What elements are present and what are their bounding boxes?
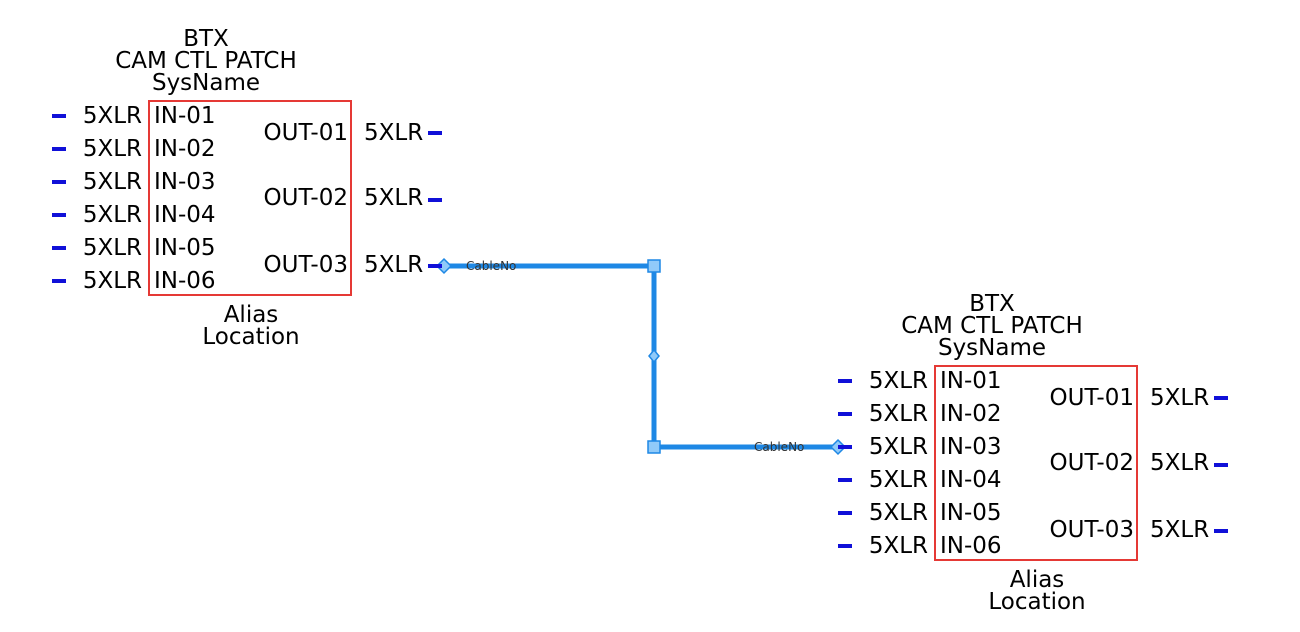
- output-port-label[interactable]: OUT-01: [1049, 385, 1134, 411]
- input-pin[interactable]: [52, 213, 66, 217]
- cable-endpoint-handle-start[interactable]: [435, 257, 453, 275]
- input-connector-type: 5XLR: [82, 136, 142, 162]
- output-connector-type: 5XLR: [364, 185, 424, 211]
- input-port-label[interactable]: IN-02: [154, 136, 216, 162]
- input-pin[interactable]: [52, 147, 66, 151]
- output-connector-type: 5XLR: [364, 252, 424, 278]
- input-port-label[interactable]: IN-01: [154, 103, 216, 129]
- output-connector-type: 5XLR: [1150, 385, 1210, 411]
- output-connector-type: 5XLR: [364, 120, 424, 146]
- input-connector-type: 5XLR: [868, 401, 928, 427]
- device-brand: BTX: [969, 291, 1015, 317]
- device-block[interactable]: BTX CAM CTL PATCH SysName 5XLR 5XLR 5XLR…: [838, 281, 1228, 621]
- input-pin[interactable]: [838, 478, 852, 482]
- input-connector-type: 5XLR: [868, 533, 928, 559]
- input-connector-type: 5XLR: [82, 235, 142, 261]
- input-port-label[interactable]: IN-05: [154, 235, 216, 261]
- output-port-label[interactable]: OUT-02: [1049, 450, 1134, 476]
- device-block[interactable]: BTX CAM CTL PATCH SysName 5XLR 5XLR 5XLR…: [52, 16, 442, 356]
- input-port-label[interactable]: IN-05: [940, 500, 1002, 526]
- output-port-label[interactable]: OUT-02: [263, 185, 348, 211]
- input-port-label[interactable]: IN-04: [154, 202, 216, 228]
- output-pin[interactable]: [428, 198, 442, 202]
- input-pin[interactable]: [52, 114, 66, 118]
- device-alias: Alias: [223, 302, 279, 328]
- input-pin[interactable]: [52, 279, 66, 283]
- output-connector-type: 5XLR: [1150, 517, 1210, 543]
- input-port-label[interactable]: IN-06: [940, 533, 1002, 559]
- input-connector-type: 5XLR: [82, 268, 142, 294]
- device-location: Location: [988, 589, 1086, 615]
- device-brand: BTX: [183, 26, 229, 52]
- input-port-label[interactable]: IN-04: [940, 467, 1002, 493]
- output-pin[interactable]: [1214, 529, 1228, 533]
- input-pin[interactable]: [838, 379, 852, 383]
- cable-wire[interactable]: [444, 263, 838, 450]
- output-port-label[interactable]: OUT-01: [263, 120, 348, 146]
- cable-corner-handle-top[interactable]: [647, 259, 661, 273]
- input-pin[interactable]: [52, 180, 66, 184]
- output-pin[interactable]: [428, 264, 442, 268]
- device-location: Location: [202, 324, 300, 350]
- cable-label-end: CableNo: [754, 440, 804, 454]
- input-connector-type: 5XLR: [82, 103, 142, 129]
- cable-corner-handle-bottom[interactable]: [647, 440, 661, 454]
- device-sysname: SysName: [937, 335, 1047, 361]
- output-connector-type: 5XLR: [1150, 450, 1210, 476]
- input-port-label[interactable]: IN-03: [154, 169, 216, 195]
- device-model: CAM CTL PATCH: [115, 48, 297, 74]
- input-pin[interactable]: [838, 544, 852, 548]
- device-sysname: SysName: [151, 70, 261, 96]
- input-connector-type: 5XLR: [82, 169, 142, 195]
- input-connector-type: 5XLR: [868, 500, 928, 526]
- cable-label-start: CableNo: [466, 259, 516, 273]
- input-pin[interactable]: [838, 412, 852, 416]
- device-frame[interactable]: [148, 100, 352, 296]
- device-model: CAM CTL PATCH: [901, 313, 1083, 339]
- input-connector-type: 5XLR: [868, 467, 928, 493]
- input-port-label[interactable]: IN-06: [154, 268, 216, 294]
- output-pin[interactable]: [428, 131, 442, 135]
- input-connector-type: 5XLR: [868, 368, 928, 394]
- device-frame[interactable]: [934, 365, 1138, 561]
- input-connector-type: 5XLR: [868, 434, 928, 460]
- input-pin[interactable]: [838, 511, 852, 515]
- input-pin[interactable]: [52, 246, 66, 250]
- output-pin[interactable]: [1214, 396, 1228, 400]
- device-alias: Alias: [1009, 567, 1065, 593]
- cable-midpoint-handle[interactable]: [648, 348, 660, 364]
- output-port-label[interactable]: OUT-03: [263, 252, 348, 278]
- input-port-label[interactable]: IN-02: [940, 401, 1002, 427]
- output-pin[interactable]: [1214, 463, 1228, 467]
- input-connector-type: 5XLR: [82, 202, 142, 228]
- input-pin[interactable]: [838, 445, 852, 449]
- input-port-label[interactable]: IN-03: [940, 434, 1002, 460]
- output-port-label[interactable]: OUT-03: [1049, 517, 1134, 543]
- input-port-label[interactable]: IN-01: [940, 368, 1002, 394]
